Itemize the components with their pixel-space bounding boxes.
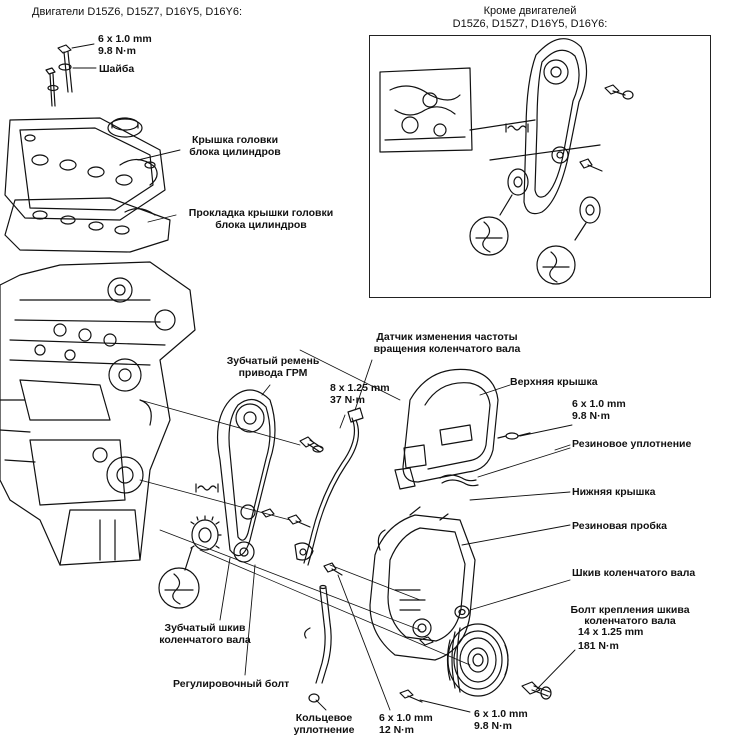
rubber-plug-label: Резиновая пробка [572, 520, 667, 532]
adjust-bolt-label: Регулировочный болт [173, 678, 290, 690]
detail-circle-left [158, 547, 200, 609]
leader-lines [71, 43, 576, 713]
rubber-seal-label: Резиновое уплотнение [572, 438, 692, 450]
o-ring-label-1: Кольцевое [295, 712, 353, 724]
alignment-lines [139, 349, 471, 666]
torque-bot-right-size: 6 x 1.0 mm [474, 708, 528, 720]
torque-bot-left-value: 12 N·m [379, 724, 415, 736]
sensor-label-2: вращения коленчатого вала [373, 343, 521, 355]
torque-top-size: 6 x 1.0 mm [98, 33, 152, 45]
timing-belt-label-2: привода ГРМ [238, 367, 308, 379]
crank-pulley [446, 623, 509, 697]
head-cover-label-1: Крышка головки [191, 134, 279, 146]
pulley-bolt-size: 14 x 1.25 mm [578, 626, 644, 638]
crank-sensor [294, 407, 364, 566]
crank-pulley-label: Шкив коленчатого вала [572, 567, 696, 579]
inset-title-line2: D15Z6, D15Z7, D16Y5, D16Y6: [452, 18, 608, 30]
pulley-bolt [521, 681, 552, 700]
mid-bolt [261, 436, 324, 528]
top-bolt [45, 44, 73, 107]
inset-frame [369, 35, 711, 298]
oil-cap [107, 117, 143, 138]
pulley-bolt-label-1: Болт крепления шкива [570, 604, 690, 616]
inset-diagram [379, 38, 634, 285]
gasket-label-2: блока цилиндров [215, 219, 307, 231]
head-cover-label-2: блока цилиндров [189, 146, 281, 158]
torque-mid-value: 37 N·m [330, 394, 366, 406]
crank-sprocket-label-1: Зубчатый шкив [164, 622, 246, 634]
rubber-plug [454, 605, 470, 619]
inset-title-line1: Кроме двигателей [483, 5, 577, 17]
head-cover [4, 117, 166, 221]
gasket [4, 197, 171, 253]
header-title: Двигатели D15Z6, D15Z7, D16Y5, D16Y6: [32, 6, 243, 18]
torque-bot-left-size: 6 x 1.0 mm [379, 712, 433, 724]
torque-top-value: 9.8 N·m [98, 45, 136, 57]
upper-cover-label: Верхняя крышка [510, 376, 598, 388]
rubber-seal [439, 432, 531, 487]
crank-sprocket-label-2: коленчатого вала [159, 634, 251, 646]
torque-right-size: 6 x 1.0 mm [572, 398, 626, 410]
lower-cover-label: Нижняя крышка [572, 486, 656, 498]
tensioner-spring [195, 483, 219, 493]
sensor-label-1: Датчик изменения частоты [376, 331, 518, 343]
pulley-bolt-torque: 181 N·m [578, 640, 619, 652]
o-ring-label-2: уплотнение [293, 724, 355, 736]
engine-block [0, 261, 196, 566]
upper-cover [394, 368, 499, 490]
torque-bot-right-value: 9.8 N·m [474, 720, 512, 732]
timing-belt-label-1: Зубчатый ремень [226, 355, 320, 367]
torque-mid-size: 8 x 1.25 mm [330, 382, 390, 394]
dipstick-tube [304, 584, 332, 703]
pulley-bolt-label-2: коленчатого вала [584, 615, 676, 627]
lower-cover [369, 506, 476, 661]
gasket-label-1: Прокладка крышки головки [188, 207, 334, 219]
bottom-bolts [323, 562, 434, 703]
washer-label: Шайба [99, 63, 135, 75]
timing-belt [216, 389, 276, 563]
torque-right-value: 9.8 N·m [572, 410, 610, 422]
crank-gear-left [190, 515, 222, 551]
